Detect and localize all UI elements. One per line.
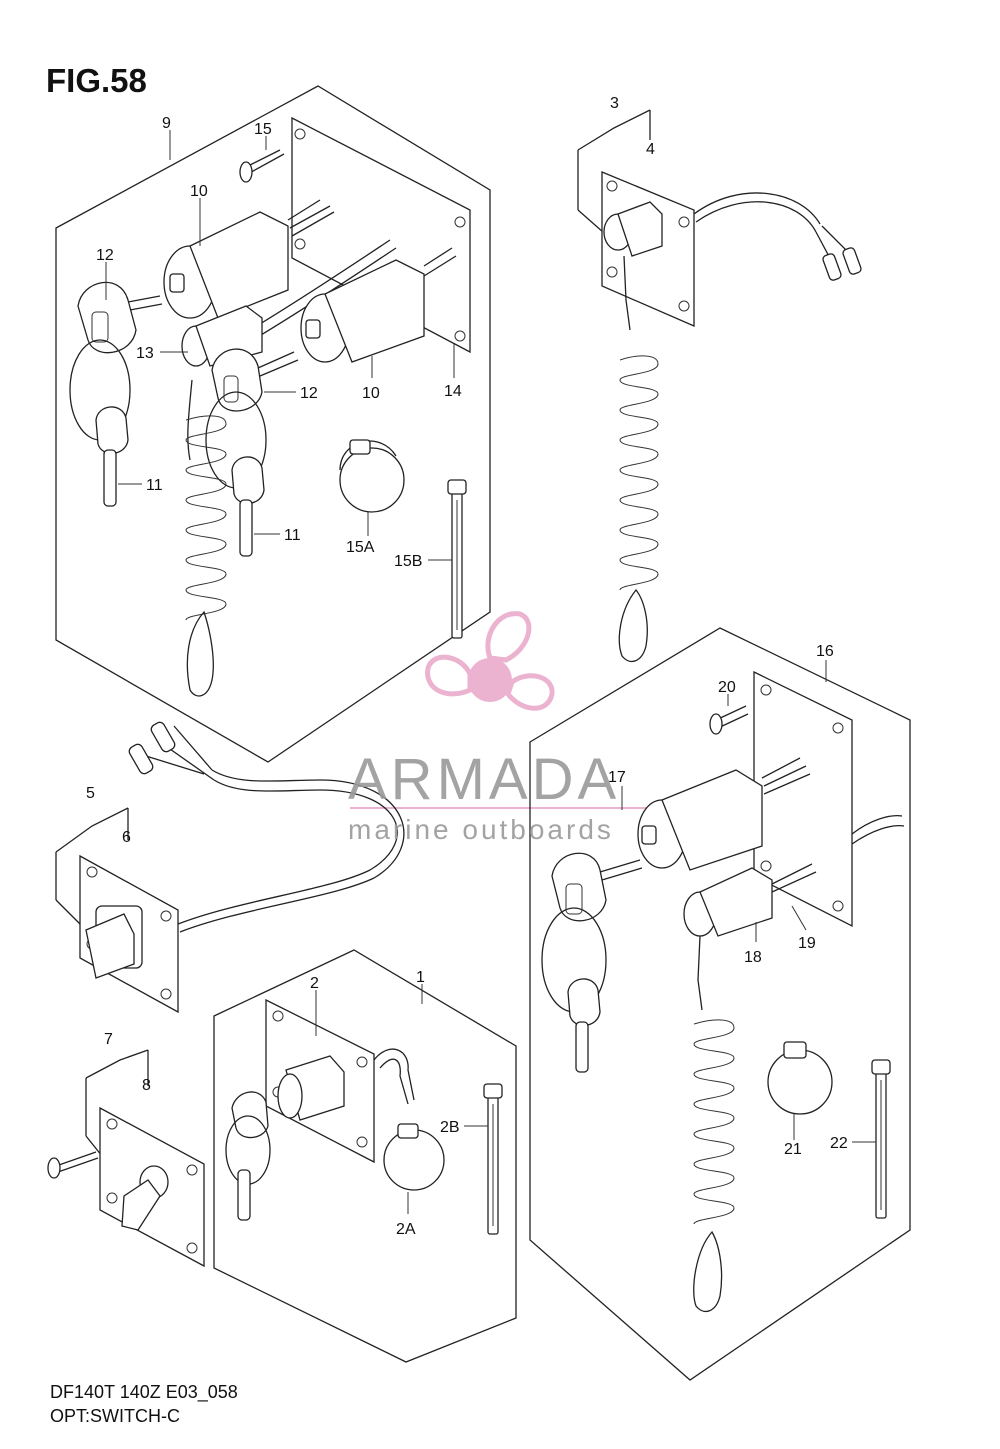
- callout-2b: 2B: [440, 1119, 460, 1136]
- callout-8: 8: [142, 1077, 151, 1094]
- callout-5: 5: [86, 785, 95, 802]
- callout-12-right: 12: [300, 385, 318, 402]
- watermark-tagline: marine outboards: [348, 814, 614, 845]
- callout-12-left: 12: [96, 247, 114, 264]
- watermark-brand: ARMADA: [348, 747, 621, 812]
- group-7-assembly: 7 8: [47, 1031, 205, 1268]
- group-5-assembly: 5 6: [55, 721, 405, 1014]
- callout-10-upper: 10: [190, 183, 208, 200]
- callout-13: 13: [136, 345, 154, 362]
- callout-10-lower: 10: [362, 385, 380, 402]
- callout-3: 3: [610, 95, 619, 112]
- callout-16: 16: [816, 643, 834, 660]
- callout-1: 1: [416, 969, 425, 986]
- callout-22: 22: [830, 1135, 848, 1152]
- armada-logo: [350, 611, 648, 809]
- callout-11-left: 11: [146, 477, 163, 494]
- callout-15b: 15B: [394, 553, 422, 570]
- callout-20: 20: [718, 679, 736, 696]
- callout-4: 4: [646, 141, 655, 158]
- group-16-assembly: 16 20 17 18 19 21 22: [529, 627, 911, 1381]
- figure-name: OPT:SWITCH-C: [50, 1406, 180, 1426]
- callout-21: 21: [784, 1141, 802, 1158]
- callout-15: 15: [254, 121, 272, 138]
- callout-11-right: 11: [284, 527, 301, 544]
- group-1-assembly: 1 2 2B 2A: [213, 949, 517, 1363]
- callout-9: 9: [162, 115, 171, 132]
- callout-19: 19: [798, 935, 816, 952]
- figure-title: FIG.58: [46, 62, 147, 99]
- figure-code: DF140T 140Z E03_058: [50, 1382, 238, 1402]
- group-3-assembly: 3 4: [577, 95, 862, 663]
- callout-2: 2: [310, 975, 319, 992]
- callout-14: 14: [444, 383, 462, 400]
- group-9-assembly: 9 15 10 12 13 12 10 14 11 11 15A 15B: [55, 85, 491, 763]
- callout-17: 17: [608, 769, 626, 786]
- callout-2a: 2A: [396, 1221, 416, 1238]
- callout-15a: 15A: [346, 539, 375, 556]
- callout-18: 18: [744, 949, 762, 966]
- callout-6: 6: [122, 829, 131, 846]
- callout-7: 7: [104, 1031, 113, 1048]
